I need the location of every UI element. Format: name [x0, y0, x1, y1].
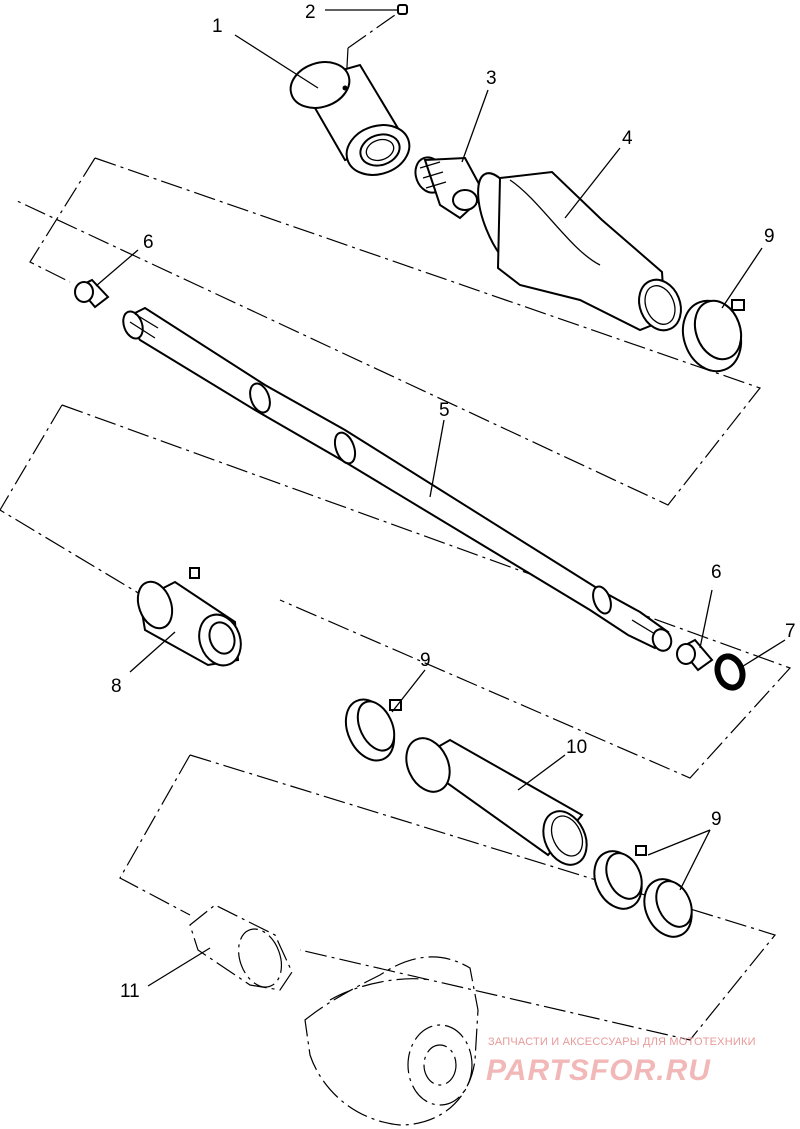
assembly-guide-lines [0, 9, 792, 1041]
part-9-hose-clamp-upper [681, 299, 745, 373]
watermark-tagline: ЗАПЧАСТИ И АКСЕССУАРЫ ДЛЯ МОТОТЕХНИКИ [488, 1036, 756, 1048]
callout-2: 2 [305, 2, 316, 23]
callout-labels: 1 2 3 4 5 6 6 7 8 9 9 9 10 11 [111, 2, 796, 1002]
gearcase-housing-outline [304, 956, 479, 1126]
part-10-tube [405, 737, 588, 866]
part-1-sleeve [289, 61, 411, 176]
callout-9-lower: 9 [711, 809, 722, 830]
callout-10: 10 [566, 737, 587, 758]
part-4-boot [477, 170, 682, 332]
callout-5: 5 [439, 400, 450, 421]
part-6-bushing-upper [74, 278, 110, 309]
part-9-hose-clamp-lower-a [593, 845, 647, 910]
watermark: ЗАПЧАСТИ И АКСЕССУАРЫ ДЛЯ МОТОТЕХНИКИ PA… [486, 1036, 756, 1087]
part-6-bushing-lower [676, 638, 714, 672]
callout-7: 7 [785, 621, 796, 642]
part-7-o-ring [714, 653, 746, 691]
callout-3: 3 [486, 68, 497, 89]
callout-6-lower: 6 [711, 562, 722, 583]
part-3-fitting [414, 156, 487, 220]
callout-11: 11 [120, 981, 140, 1002]
part-9-hose-clamp-lower-b [643, 878, 693, 938]
part-8-universal-joint [136, 567, 242, 667]
callout-8: 8 [111, 676, 122, 697]
callout-6-upper: 6 [143, 232, 154, 253]
callout-4: 4 [622, 128, 633, 149]
watermark-brand: PARTSFOR.RU [486, 1054, 711, 1087]
part-9-hose-clamp-middle [344, 698, 402, 762]
part-11-coupling [189, 904, 293, 991]
callout-1: 1 [212, 16, 223, 37]
part-5-drive-shaft [122, 306, 673, 652]
leader-lines [95, 34, 786, 987]
callout-9-upper: 9 [764, 226, 775, 247]
part-2-set-screw [325, 4, 408, 15]
callout-9-middle: 9 [420, 650, 431, 671]
